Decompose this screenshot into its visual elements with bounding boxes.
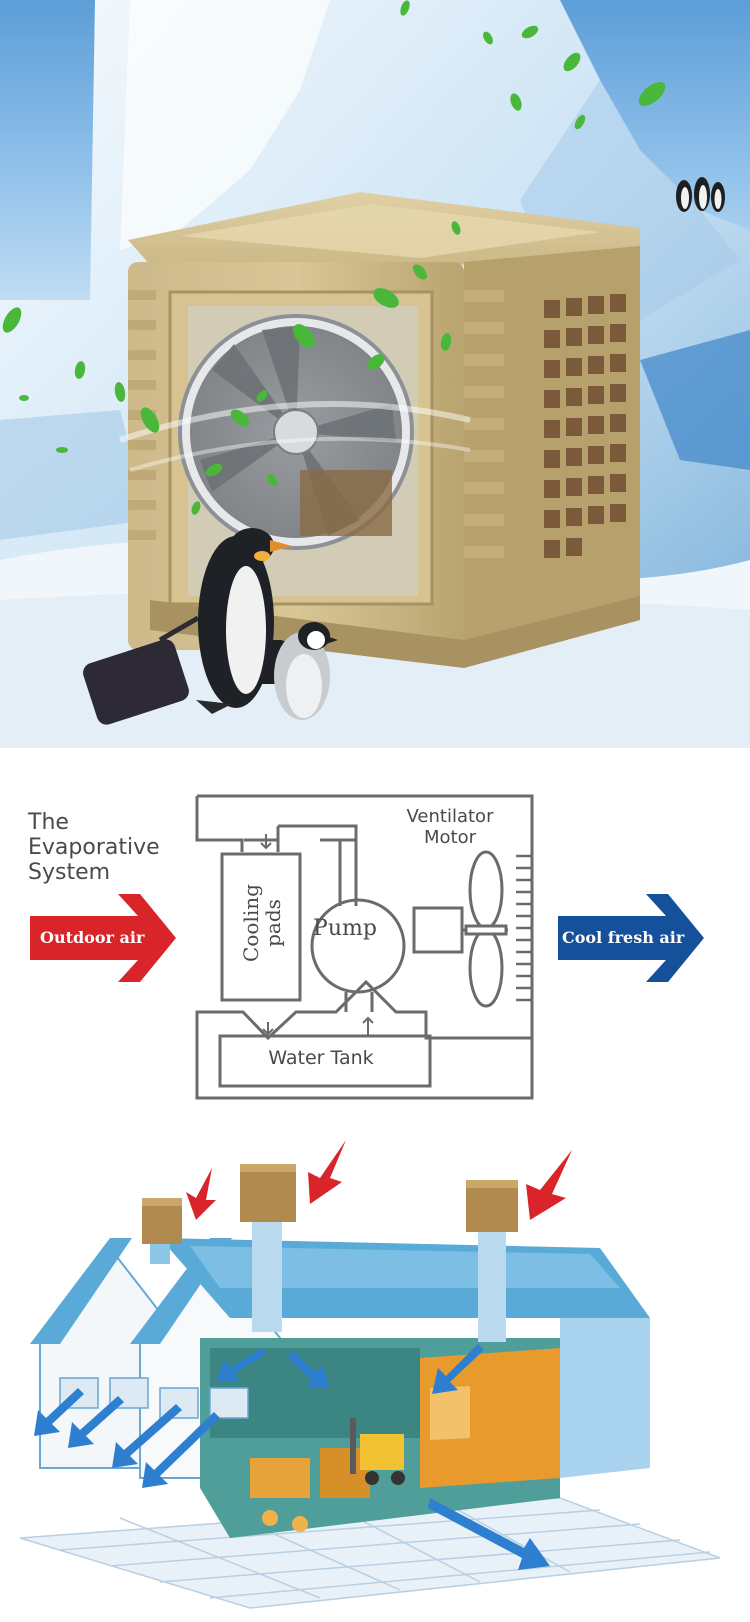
penguin-icon [274,622,338,720]
fan-blade [468,850,504,930]
forklift-icon [350,1418,405,1485]
evaporative-air-cooler-icon [119,192,640,668]
diagram-title-line: System [28,860,111,885]
motor-box [412,906,464,954]
fan-blade [468,928,504,1008]
diagram-title: The Evaporative System [28,810,188,885]
cooling-pads-box [220,852,302,1002]
cooling-fan-icon [178,314,414,550]
roof-air-cooler-icon [240,1164,296,1332]
airflow-arrow-icon [34,1344,550,1570]
flow-arrows [260,834,374,1036]
motor-label-line: Ventilator [406,806,494,827]
pump-label: Pump [313,916,377,941]
housing-outline [195,794,534,1100]
water-tank-box [218,1034,432,1088]
flying-leaf-icon [2,0,666,515]
roof-air-cooler-icon [466,1180,518,1342]
factory-illustration [19,1140,721,1609]
cool-fresh-air-arrow [558,894,704,982]
pads-label-line: Cooling [239,884,263,962]
ventilator-motor-label: Ventilator Motor [380,806,520,848]
cool-fresh-air-label: Cool fresh air [562,928,685,947]
evaporative-system-diagram: The Evaporative System Ventilator Motor … [0,748,750,1138]
pads-label-line: pads [261,899,285,947]
factory-building-icon [30,1238,650,1538]
airflow-arrow-icon [186,1140,572,1220]
luggage-icon [83,615,200,725]
penguin-icon [196,528,292,714]
penguin-icon [676,177,725,212]
water-tank-label: Water Tank [268,1047,374,1069]
diagram-title-line: Evaporative [28,835,160,860]
factory-installation-scene [0,1138,750,1622]
pump-circle [310,898,406,994]
diagram-schematic [30,794,704,1100]
hero-product-scene [0,0,750,748]
roof-air-cooler-icon [142,1198,182,1264]
cooling-pads-label: Cooling pads [212,883,312,963]
outdoor-air-arrow [30,894,176,982]
outdoor-air-label: Outdoor air [40,928,145,947]
vent-grille [516,854,532,1002]
hero-illustration [0,0,750,748]
diagram-title-line: The [28,810,69,835]
motor-label-line: Motor [423,827,476,848]
